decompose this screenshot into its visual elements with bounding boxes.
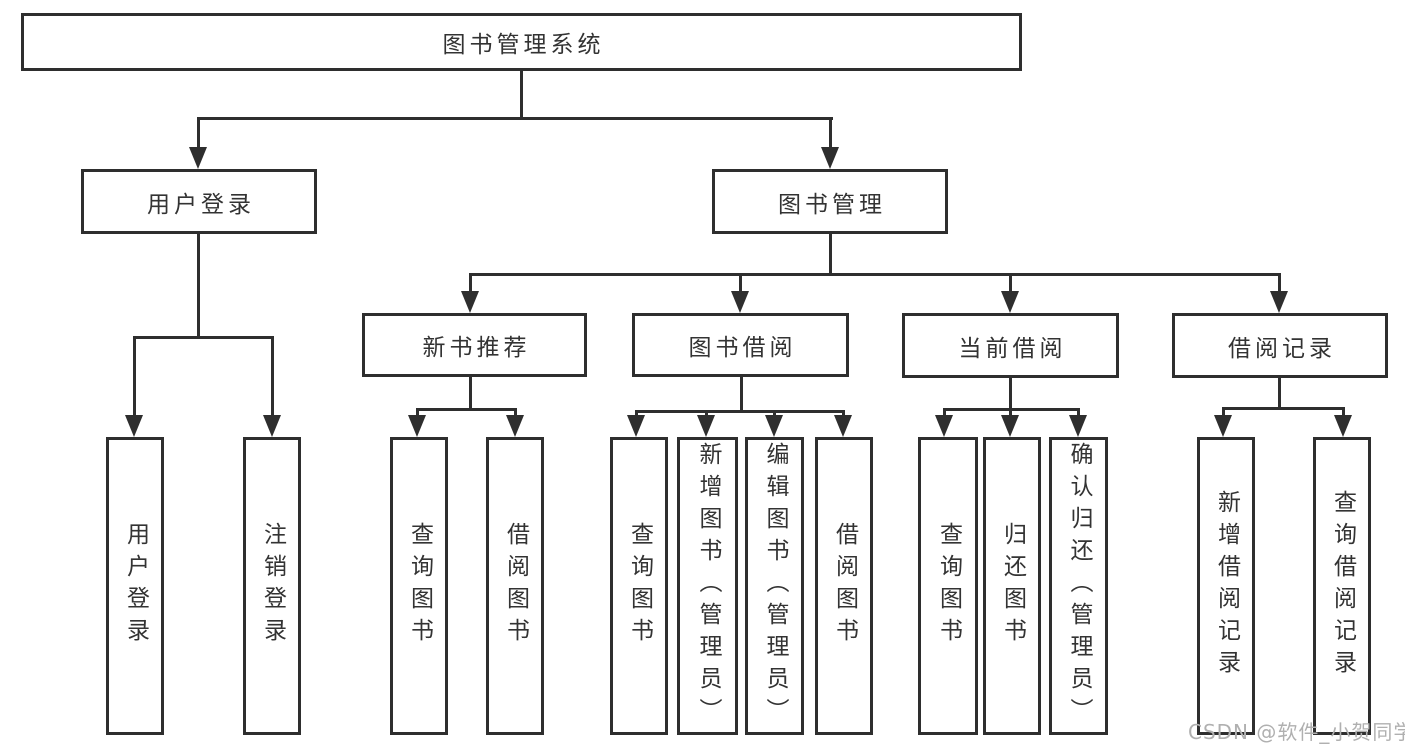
arrow-down-leaf-logout [263, 415, 281, 437]
connector-arrow-stem [1009, 273, 1012, 293]
arrow-down-book-borrow [731, 291, 749, 313]
connector-arrow-stem [1222, 407, 1225, 420]
connector-arrow-stem [197, 117, 200, 151]
connector-root-stem [520, 70, 523, 117]
arrow-down-user-login [189, 147, 207, 169]
node-library-system: 图书管理系统 [21, 13, 1022, 71]
leaf-cb-return-books: 归还图书 [983, 437, 1041, 735]
leaf-logout: 注销登录 [243, 437, 301, 735]
connector-arrow-stem [943, 408, 946, 420]
connector-book-borrow-branch [635, 410, 845, 413]
arrow-down-nb-borrow [506, 415, 524, 437]
connector-user-login-branch [133, 336, 274, 339]
leaf-bb-borrow-books: 借阅图书 [815, 437, 873, 735]
arrow-down-cb-confirm [1069, 415, 1087, 437]
connector-new-book-branch [416, 408, 517, 411]
arrow-down-book-mgmt [821, 147, 839, 169]
connector-arrow-stem [469, 273, 472, 293]
arrow-down-bb-add [697, 415, 715, 437]
connector-borrow-record-stem [1278, 378, 1281, 407]
connector-arrow-stem [1009, 408, 1012, 420]
leaf-user-login: 用户登录 [106, 437, 164, 735]
connector-book-borrow-stem [740, 377, 743, 410]
connector-arrow-stem [1342, 407, 1345, 420]
connector-arrow-stem [829, 117, 832, 151]
arrow-down-cb-return [1001, 415, 1019, 437]
connector-arrow-stem [271, 336, 274, 417]
connector-root-branch [197, 117, 833, 120]
leaf-cb-query-books: 查询图书 [918, 437, 978, 735]
connector-book-mgmt-branch [469, 273, 1281, 276]
leaf-cb-confirm-return-admin: 确认归还（管理员） [1049, 437, 1108, 735]
connector-user-login-stem [197, 234, 200, 336]
node-new-book-recommend: 新书推荐 [362, 313, 587, 377]
leaf-br-add-record: 新增借阅记录 [1197, 437, 1255, 735]
connector-current-borrow-stem [1009, 378, 1012, 408]
connector-arrow-stem [1077, 408, 1080, 420]
leaf-nb-query-books: 查询图书 [390, 437, 448, 735]
arrow-down-bb-borrow [834, 415, 852, 437]
connector-arrow-stem [739, 273, 742, 293]
arrow-down-br-add [1214, 415, 1232, 437]
leaf-bb-query-books: 查询图书 [610, 437, 668, 735]
arrow-down-br-query [1334, 415, 1352, 437]
node-borrow-records: 借阅记录 [1172, 313, 1388, 378]
node-user-login: 用户登录 [81, 169, 317, 234]
connector-arrow-stem [416, 408, 419, 420]
leaf-bb-edit-books-admin: 编辑图书（管理员） [745, 437, 804, 735]
connector-new-book-stem [469, 377, 472, 408]
arrow-down-leaf-user-login [125, 415, 143, 437]
connector-arrow-stem [133, 336, 136, 417]
node-current-borrowing: 当前借阅 [902, 313, 1119, 378]
connector-book-mgmt-stem [829, 234, 832, 273]
csdn-watermark: CSDN @软件_小贺同学 [1188, 720, 1405, 744]
connector-arrow-stem [514, 408, 517, 420]
arrow-down-new-book [461, 291, 479, 313]
arrow-down-bb-edit [765, 415, 783, 437]
leaf-nb-borrow-books: 借阅图书 [486, 437, 544, 735]
connector-borrow-record-branch [1222, 407, 1345, 410]
arrow-down-current-borrow [1001, 291, 1019, 313]
leaf-bb-add-books-admin: 新增图书（管理员） [677, 437, 738, 735]
arrow-down-bb-query [627, 415, 645, 437]
node-book-management: 图书管理 [712, 169, 948, 234]
node-book-borrowing: 图书借阅 [632, 313, 849, 377]
leaf-br-query-record: 查询借阅记录 [1313, 437, 1371, 735]
connector-arrow-stem [1278, 273, 1281, 293]
arrow-down-borrow-record [1270, 291, 1288, 313]
arrow-down-cb-query [935, 415, 953, 437]
arrow-down-nb-query [408, 415, 426, 437]
